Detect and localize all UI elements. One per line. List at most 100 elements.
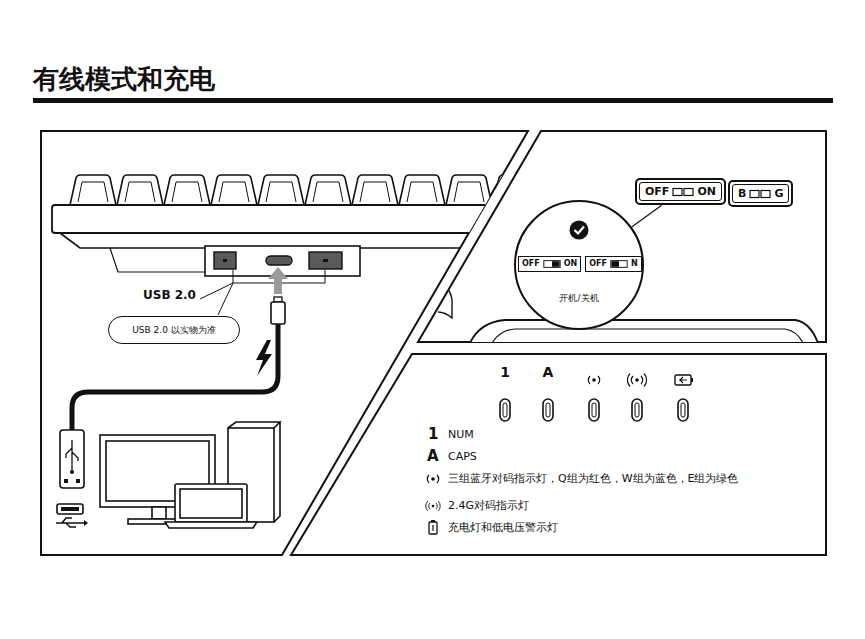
switch-label: N: [631, 259, 638, 269]
check-mark: [575, 227, 585, 234]
switch-label: OFF: [522, 259, 540, 269]
text-label: 1: [428, 425, 438, 443]
switch-inner: BG: [732, 184, 789, 203]
art-use: [627, 374, 646, 387]
text-label: 1: [500, 364, 510, 381]
art-use: [543, 399, 553, 421]
art-use: [352, 175, 398, 205]
art-rect: [323, 259, 328, 262]
art-use: [427, 475, 438, 483]
art-rect: [60, 430, 84, 488]
text-label: A: [543, 364, 554, 381]
connector-stroke: [632, 205, 662, 227]
art-rect: [429, 522, 437, 534]
art-use: [500, 399, 510, 421]
art-rect: [52, 205, 542, 233]
art-use: [258, 175, 304, 205]
art-use: [632, 399, 642, 421]
switch-slot: [749, 189, 771, 199]
slot: [761, 190, 770, 197]
text-label: NUM: [448, 428, 474, 441]
check-icon: [569, 220, 589, 240]
switch-slot: [610, 260, 628, 268]
text-label: USB 2.0: [143, 288, 196, 302]
art-path: [435, 280, 452, 318]
switch-inner: OFF ON: [639, 182, 722, 201]
art-line: [218, 283, 233, 315]
art-rect: [61, 507, 79, 511]
switch-box: OFF N: [585, 256, 641, 272]
text-label: A: [427, 447, 439, 465]
usb-symbol: [56, 504, 88, 527]
art-path: [110, 248, 205, 272]
art-path: [470, 320, 818, 343]
circle-caption: 开机/关机: [516, 292, 642, 305]
check-disc: [570, 221, 589, 240]
insert-arrow: [268, 267, 288, 294]
slot: [544, 260, 560, 267]
switch-slot: [672, 187, 694, 197]
art-use: [426, 501, 440, 511]
slot: [673, 188, 682, 195]
indicator-icons: [426, 374, 693, 535]
switch-label: G: [774, 187, 783, 200]
text-label: 2.4G对码指示灯: [448, 499, 529, 512]
art-use: [164, 175, 210, 205]
art-path: [66, 440, 78, 470]
art-rect: [675, 375, 691, 385]
computer-drawing: [100, 422, 280, 528]
art-use: [305, 175, 351, 205]
callout-box: USB 2.0 以实物为准: [108, 316, 240, 344]
callout-circle: 开机/关机 OFF ON OFF N: [514, 200, 644, 330]
callout-text: USB 2.0 以实物为准: [132, 324, 216, 337]
switch-box: OFF ON: [635, 178, 726, 205]
art-path: [679, 377, 687, 383]
art-circle: [70, 470, 74, 474]
panel-frame: [291, 354, 826, 555]
panel-frame: [418, 131, 826, 342]
slider: [611, 261, 619, 267]
art-use: [446, 175, 492, 205]
art-rect: [266, 256, 292, 265]
art-rect: [64, 479, 68, 483]
art-use: [70, 175, 116, 205]
art-use: [588, 376, 599, 384]
slider: [552, 261, 560, 267]
art-use: [399, 175, 445, 205]
lightning-icon: [256, 340, 272, 376]
art-rect: [309, 252, 342, 269]
art-use: [678, 399, 688, 421]
switch-label: B: [738, 187, 746, 200]
switch-label: OFF: [645, 185, 669, 198]
art-rect: [57, 504, 83, 514]
art-line: [200, 283, 233, 299]
art-rect: [214, 252, 236, 269]
art-path: [56, 518, 84, 527]
art-rect: [431, 520, 435, 522]
switch-slot: [543, 260, 561, 268]
art-use: [117, 175, 163, 205]
switch-label: ON: [564, 259, 578, 269]
art-rect: [175, 484, 247, 522]
text-label: 充电灯和低电压警示灯: [448, 521, 558, 534]
keyboard-drawing: [52, 175, 542, 276]
art-use: [589, 399, 599, 421]
art-use: [493, 175, 539, 205]
art-rect: [205, 246, 360, 276]
art-g: [426, 501, 440, 511]
art-rect: [271, 302, 285, 324]
switch-box: BG: [728, 180, 793, 207]
art-polygon: [84, 520, 88, 526]
art-rect: [152, 507, 166, 519]
switch-box: OFF ON: [518, 256, 581, 272]
switch-label: OFF: [589, 259, 607, 269]
switch-label: ON: [697, 185, 716, 198]
art-use: [211, 175, 257, 205]
art-path: [432, 525, 433, 531]
slot: [611, 260, 627, 267]
text-label: 三组蓝牙对码指示灯，Q组为红色，W组为蓝色，E组为绿色: [448, 472, 739, 485]
slot: [750, 190, 759, 197]
art-path: [492, 329, 803, 343]
page-title: 有线模式和充电: [33, 62, 215, 97]
